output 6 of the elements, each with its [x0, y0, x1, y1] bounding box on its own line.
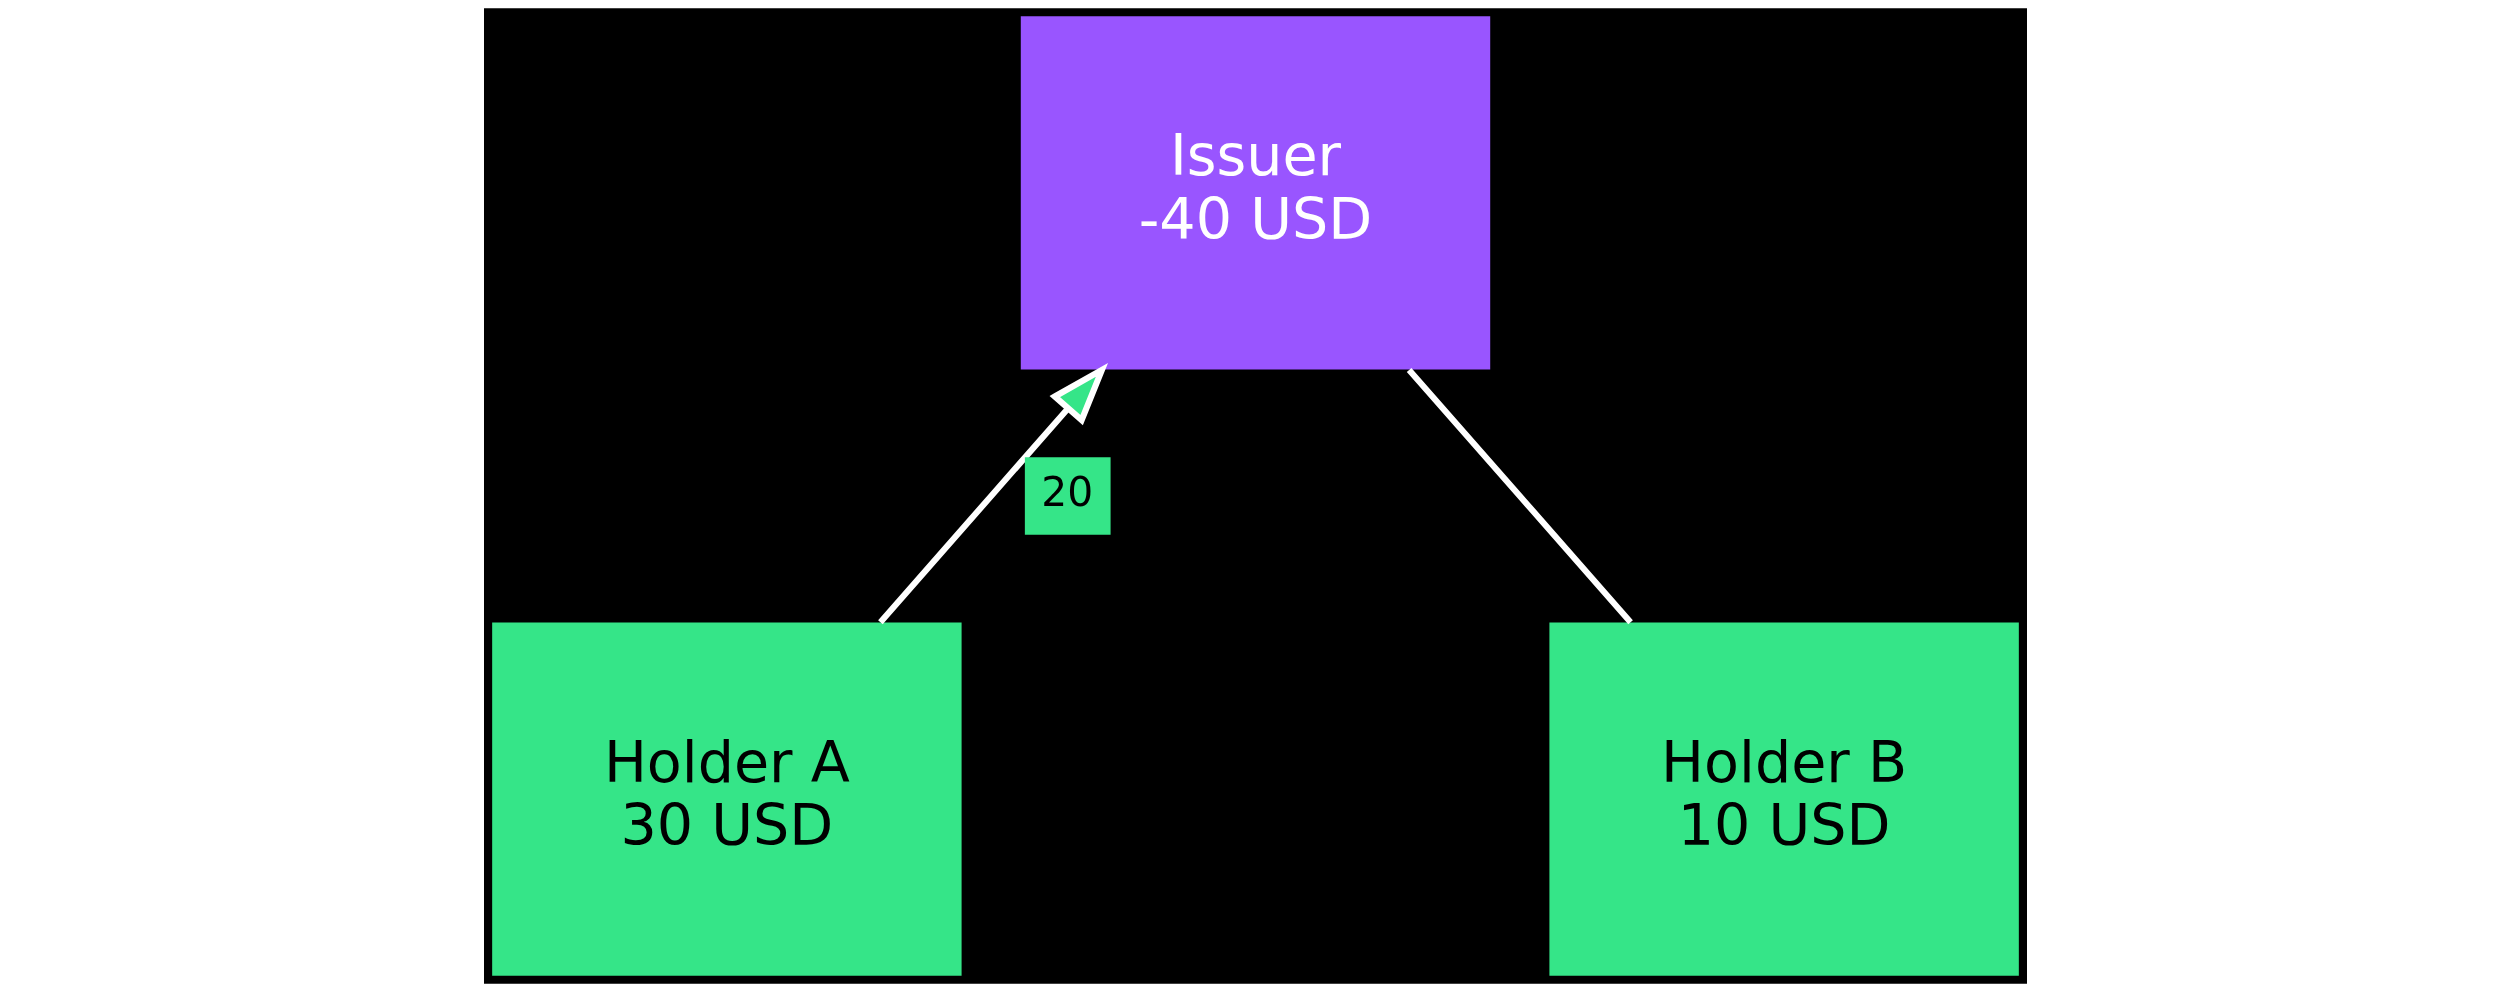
node-box: Holder B 10 USD: [1548, 622, 2019, 976]
edge-label: 20: [1040, 468, 1093, 517]
node-box: Issuer -40 USD: [1020, 16, 1490, 370]
node-box: Holder A 30 USD: [491, 622, 962, 976]
arrow: [877, 362, 1108, 625]
connector: [1406, 367, 1633, 625]
